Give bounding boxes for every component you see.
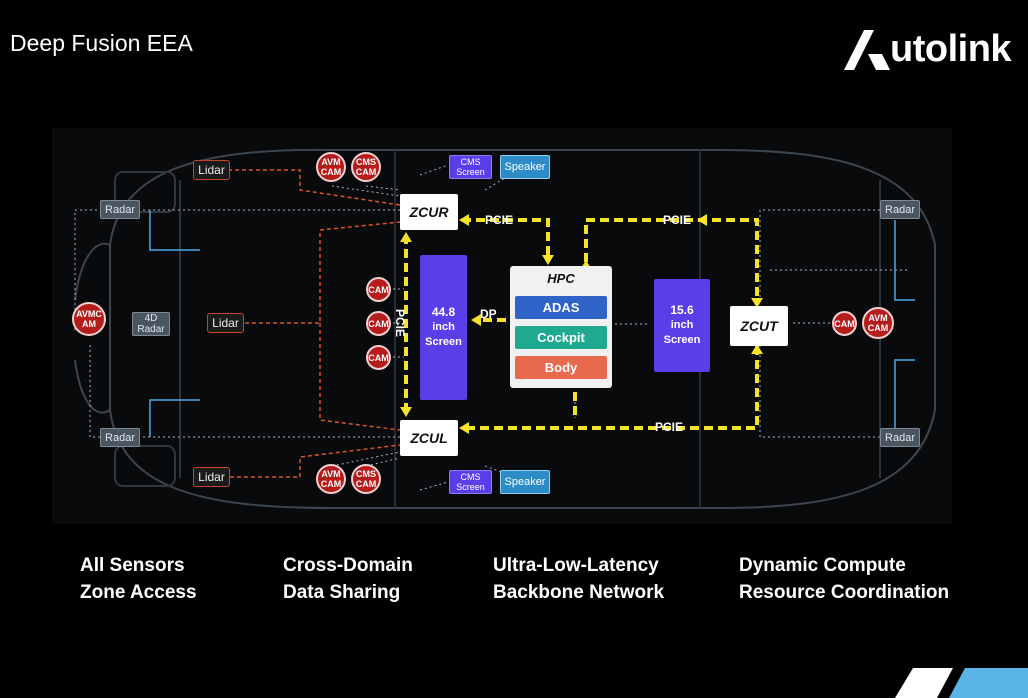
pcie-backbone [404,218,759,430]
caption-line: Backbone Network [493,582,665,603]
caption-compute: Dynamic Compute Resource Coordination [739,552,949,606]
screen-15-6: 15.6 inch Screen [654,279,710,372]
car-outline [74,148,936,509]
radar-4d: 4D Radar [132,312,170,336]
cam-2: CAM [366,311,391,336]
caption-line: All Sensors [80,555,185,576]
radar-front-left: Radar [100,200,140,219]
speaker-front: Speaker [500,155,550,179]
screen-unit: inch [670,319,694,331]
radar-4d-line2: Radar [137,324,165,335]
cam-line2: CAM [355,479,377,489]
cam-1: CAM [366,277,391,302]
cam-line1: AVM [321,157,341,167]
cam-line1: CMS [356,157,376,167]
cam-line2: CAM [355,167,377,177]
blue-wires [149,210,915,437]
cam-right: CAM [832,311,857,336]
pcie-label-top-left: PCIE [485,213,514,227]
radar-4d-line1: 4D [144,313,158,324]
hpc-body: Body [515,356,607,379]
radar-rear-left: Radar [100,428,140,447]
zone-zcur: ZCUR [400,194,458,230]
cam-line1: AVMC [76,309,102,319]
cam-line1: CMS [356,469,376,479]
cam-3: CAM [366,345,391,370]
autolink-logo: utolink [842,26,1027,76]
screen-size: 15.6 [670,303,694,317]
speaker-rear: Speaker [500,470,550,494]
cam-line2: AM [82,319,96,329]
caption-line: Cross-Domain [283,555,413,576]
caption-sensors: All Sensors Zone Access [80,552,197,606]
screen-size: 44.8 [431,305,456,319]
signal-wires [74,164,910,491]
lidar-front: Lidar [193,160,230,180]
radar-front-right: Radar [880,200,920,219]
caption-line: Resource Coordination [739,582,950,603]
autolink-a-icon [844,30,890,70]
cms-line1: CMS [460,472,481,482]
cam-line2: CAM [320,479,342,489]
screen-unit: inch [432,321,455,333]
cam-line1: AVM [868,313,888,323]
pcie-label-vertical: PCIE [393,308,408,338]
pcie-label-bottom: PCIE [655,420,684,434]
caption-backbone: Ultra-Low-Latency Backbone Network [493,552,664,606]
hpc-title: HPC [547,271,575,286]
cms-line2: Screen [456,167,485,177]
lidar-middle: Lidar [207,313,244,333]
page-title: Deep Fusion EEA [10,30,193,56]
lidar-rear: Lidar [193,467,230,487]
cam-line1: AVM [321,469,341,479]
caption-line: Dynamic Compute [739,555,906,576]
screen-word: Screen [425,336,462,348]
caption-line: Ultra-Low-Latency [493,555,659,576]
screen-44-8: 44.8 inch Screen [420,255,467,400]
zone-zcut: ZCUT [730,306,788,346]
cam-line2: CAM [867,323,889,333]
corner-stripes [895,668,1028,698]
hpc-cockpit: Cockpit [515,326,607,349]
sensor-wires [228,169,401,478]
cms-line1: CMS [460,157,481,167]
diagram-panel [52,128,952,524]
pcie-arrowheads [400,214,763,434]
caption-cross-domain: Cross-Domain Data Sharing [283,552,413,606]
caption-line: Zone Access [80,582,197,603]
cms-line2: Screen [456,482,485,492]
radar-rear-right: Radar [880,428,920,447]
dp-label: DP [480,307,497,321]
pcie-label-top-right: PCIE [663,213,692,227]
caption-line: Data Sharing [283,582,401,603]
zone-zcul: ZCUL [400,420,458,456]
hpc-block: HPC ADAS Cockpit Body [510,266,612,388]
hpc-adas: ADAS [515,296,607,319]
cam-line2: CAM [320,167,342,177]
logo-text: utolink [890,28,1012,70]
screen-word: Screen [663,334,701,346]
